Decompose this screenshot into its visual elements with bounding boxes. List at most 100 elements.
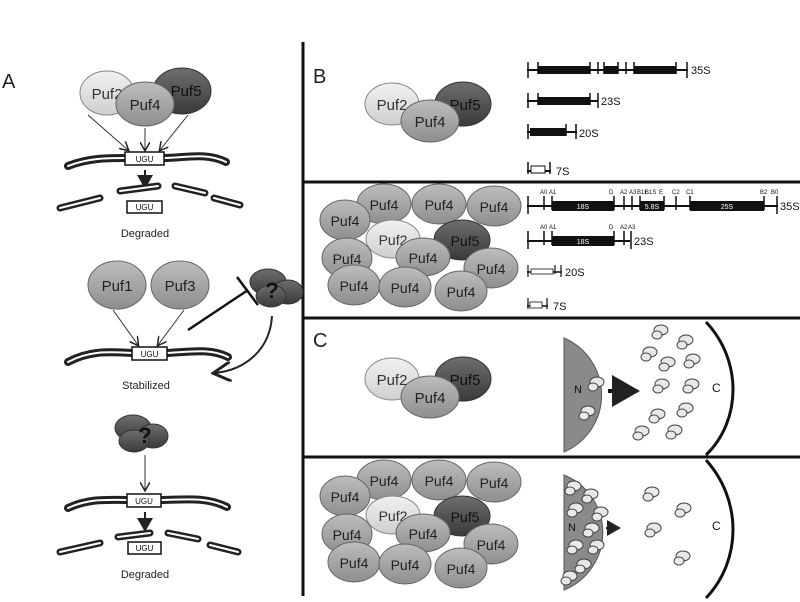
- outcome-degraded-label: Degraded: [121, 569, 169, 581]
- puf4-protein-icon: Puf4: [378, 543, 432, 585]
- svg-text:Puf4: Puf4: [130, 97, 161, 114]
- svg-text:Puf2: Puf2: [379, 232, 408, 248]
- svg-text:35S: 35S: [780, 201, 800, 213]
- panel-b-excess-complex: Puf4 Puf4 Puf4 Puf4 Puf2 Puf5 Puf4 Puf4 …: [319, 183, 522, 312]
- svg-text:20S: 20S: [565, 267, 585, 279]
- puf4-protein-icon: Puf4: [400, 99, 460, 143]
- puf4-protein-icon: Puf4: [356, 459, 412, 501]
- puf4-protein-icon: Puf4: [466, 185, 522, 227]
- svg-text:A0: A0: [540, 225, 548, 231]
- svg-text:Puf2: Puf2: [377, 97, 408, 114]
- unknown-factor-icon: ?: [249, 268, 304, 308]
- svg-text:Puf4: Puf4: [480, 475, 509, 491]
- puf4-protein-icon: Puf4: [327, 541, 381, 583]
- svg-text:5.8S: 5.8S: [645, 204, 660, 211]
- svg-text:Puf4: Puf4: [333, 527, 362, 543]
- svg-text:Puf5: Puf5: [171, 83, 202, 100]
- svg-text:C: C: [712, 519, 721, 533]
- svg-text:Puf3: Puf3: [165, 278, 196, 295]
- svg-text:D: D: [609, 190, 614, 196]
- svg-text:B1S: B1S: [645, 190, 656, 196]
- precursor-7s: 7S: [527, 162, 569, 178]
- feedback-arrow: [215, 315, 273, 373]
- svg-text:Puf4: Puf4: [391, 557, 420, 573]
- cell-membrane: [704, 320, 735, 457]
- cell-membrane: [704, 458, 735, 600]
- svg-text:Puf4: Puf4: [409, 250, 438, 266]
- svg-text:Puf4: Puf4: [370, 473, 399, 489]
- svg-text:Puf4: Puf4: [425, 197, 454, 213]
- svg-text:Puf5: Puf5: [451, 233, 480, 249]
- svg-text:Puf4: Puf4: [331, 213, 360, 229]
- panel-b-normal-complex: Puf2 Puf5 Puf4: [364, 81, 492, 143]
- panel-dividers: [301, 42, 800, 596]
- svg-text:Puf2: Puf2: [377, 372, 408, 389]
- svg-text:A0: A0: [540, 190, 548, 196]
- svg-text:E: E: [659, 190, 663, 196]
- precursor-20s: 20S: [527, 124, 599, 140]
- svg-text:N: N: [574, 384, 582, 396]
- svg-text:Puf4: Puf4: [477, 261, 506, 277]
- panel-a-label: A: [2, 71, 16, 93]
- puf1-protein-icon: Puf1: [87, 260, 147, 310]
- svg-text:Puf2: Puf2: [92, 86, 123, 103]
- svg-text:C2: C2: [672, 190, 680, 196]
- svg-text:Puf4: Puf4: [409, 526, 438, 542]
- svg-text:UGU: UGU: [135, 497, 153, 506]
- svg-text:UGU: UGU: [136, 544, 154, 553]
- cell-diagram-normal: N C: [563, 320, 735, 457]
- svg-text:A3: A3: [629, 190, 637, 196]
- puf4-protein-icon: Puf4: [115, 81, 175, 127]
- puf4-protein-icon: Puf4: [434, 547, 488, 589]
- ugu-motif-box: UGU: [124, 151, 165, 166]
- svg-text:23S: 23S: [634, 236, 654, 248]
- svg-text:Puf4: Puf4: [340, 278, 369, 294]
- svg-text:7S: 7S: [556, 166, 569, 178]
- ugu-motif-box: UGU: [131, 346, 168, 361]
- panel-c-label: C: [313, 330, 327, 352]
- svg-text:Puf1: Puf1: [102, 278, 133, 295]
- svg-text:Puf4: Puf4: [415, 390, 446, 407]
- puf4-protein-icon: Puf4: [395, 237, 451, 277]
- cell-diagram-excess: N C: [560, 458, 735, 600]
- unknown-factor-icon: ?: [114, 414, 169, 453]
- nucleus: [563, 337, 603, 453]
- svg-text:A1: A1: [549, 225, 557, 231]
- svg-text:Puf4: Puf4: [447, 284, 476, 300]
- puf4-protein-icon: Puf4: [319, 199, 371, 241]
- ribosome-icons: [578, 324, 701, 441]
- puf4-protein-icon: Puf4: [466, 461, 522, 503]
- puf3-protein-icon: Puf3: [150, 260, 210, 310]
- svg-text:C: C: [712, 381, 721, 395]
- puf4-protein-icon: Puf4: [395, 513, 451, 553]
- precursor-35s: 35S: [527, 62, 711, 78]
- puf4-protein-icon: Puf4: [434, 270, 488, 312]
- svg-text:7S: 7S: [553, 301, 566, 313]
- puf4-protein-icon: Puf4: [411, 459, 467, 501]
- panel-a-top: Puf2 Puf5 Puf4 UGU UGU: [56, 67, 244, 240]
- svg-text:Puf4: Puf4: [415, 114, 446, 131]
- rrna-precursor-diagram-normal: 35S 23S 20S 7S: [527, 62, 711, 178]
- outcome-degraded-label: Degraded: [121, 228, 169, 240]
- svg-text:Puf4: Puf4: [370, 197, 399, 213]
- precursor-23s: 23S: [527, 93, 621, 108]
- puf4-protein-icon: Puf4: [411, 183, 467, 225]
- svg-text:A1: A1: [549, 190, 557, 196]
- binding-arrows: [87, 114, 189, 150]
- panel-b-label: B: [313, 66, 326, 88]
- svg-text:Puf5: Puf5: [450, 372, 481, 389]
- svg-text:?: ?: [138, 423, 151, 448]
- precursor-7s: 7S: [527, 298, 566, 313]
- ugu-motif-box: UGU: [127, 541, 162, 555]
- svg-text:Puf4: Puf4: [391, 280, 420, 296]
- svg-text:Puf4: Puf4: [425, 473, 454, 489]
- svg-text:D: D: [609, 225, 614, 231]
- svg-text:Puf4: Puf4: [477, 537, 506, 553]
- panel-c-excess-complex: Puf4 Puf4 Puf4 Puf4 Puf2 Puf5 Puf4 Puf4 …: [319, 459, 522, 589]
- ugu-motif-box: UGU: [126, 200, 163, 214]
- svg-text:35S: 35S: [691, 65, 711, 77]
- svg-text:?: ?: [265, 278, 278, 303]
- svg-text:A2: A2: [620, 225, 628, 231]
